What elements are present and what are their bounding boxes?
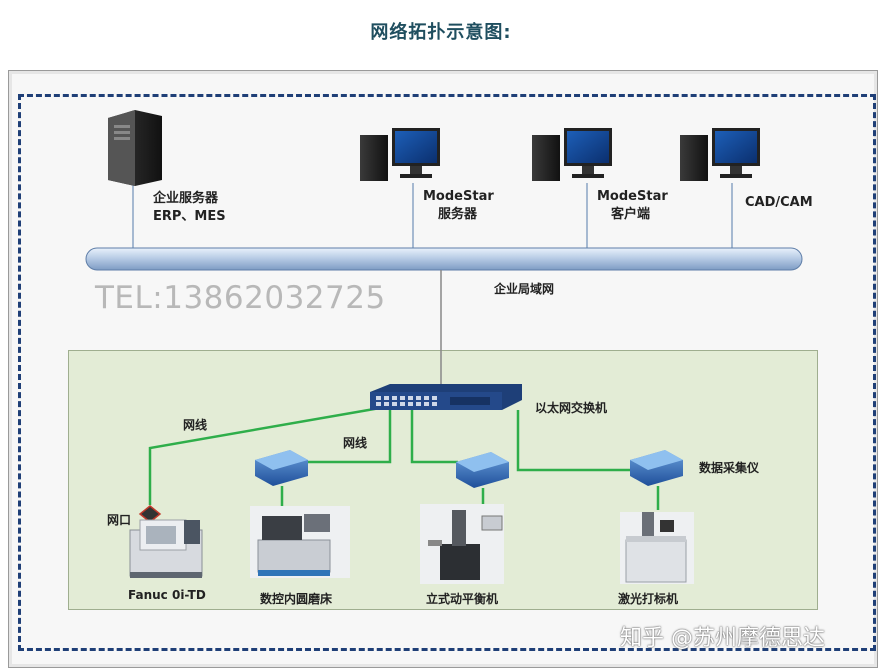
server-label-line1: 企业服务器 (153, 191, 219, 206)
vertical-balancer-icon (420, 504, 504, 584)
balancer-label: 立式动平衡机 (426, 592, 499, 606)
drop-lines (132, 183, 733, 250)
watermark-phone: TEL:13862032725 (95, 280, 386, 316)
data-collector-icon-3 (630, 450, 683, 486)
collector-label: 数据采集仪 (699, 461, 760, 475)
server-label-line2: ERP、MES (153, 209, 226, 224)
cable-label-2: 网线 (343, 436, 368, 450)
modestar-client-label-line2: 客户端 (611, 207, 651, 222)
lan-label: 企业局域网 (494, 282, 555, 296)
grinder-label: 数控内圆磨床 (260, 592, 333, 606)
server-tower-icon (108, 110, 162, 186)
modestar-client-label-line1: ModeStar (597, 189, 668, 204)
modestar-client-pc-icon (532, 128, 612, 181)
modestar-server-label-line1: ModeStar (423, 189, 494, 204)
cadcam-label: CAD/CAM (745, 195, 813, 210)
ethernet-switch-icon (370, 384, 522, 410)
ethernet-cables (148, 406, 660, 510)
fanuc-lathe-icon (129, 519, 203, 578)
laser-marker-icon (620, 512, 694, 584)
lan-bus (85, 247, 803, 271)
modestar-server-label-line2: 服务器 (438, 207, 478, 222)
cable-label-1: 网线 (183, 418, 208, 432)
data-collector-icon-2 (456, 452, 509, 488)
network-boundary (18, 94, 876, 651)
internal-grinder-icon (250, 506, 350, 578)
watermark-credit: 知乎 @苏州摩德思达 (620, 626, 825, 651)
cadcam-pc-icon (680, 128, 760, 181)
fanuc-label: Fanuc 0i-TD (128, 588, 206, 602)
modestar-server-pc-icon (360, 128, 440, 181)
data-collector-icon-1 (255, 450, 308, 486)
port-label: 网口 (107, 513, 132, 527)
switch-label: 以太网交换机 (535, 401, 608, 415)
laser-label: 激光打标机 (618, 592, 679, 606)
diagram-title: 网络拓扑示意图: (370, 22, 512, 43)
